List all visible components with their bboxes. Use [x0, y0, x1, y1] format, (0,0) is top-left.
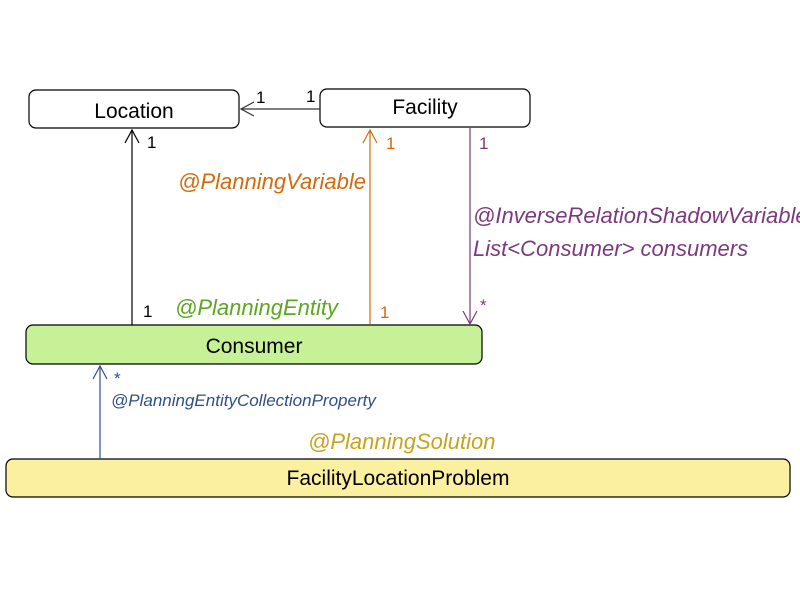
planning-solution-stereotype: @PlanningSolution — [308, 429, 495, 454]
inverse-shadow-variable-annotation: @InverseRelationShadowVariable — [473, 203, 800, 228]
facility-box — [319, 88, 531, 128]
facility-consumers-association: 1 * @InverseRelationShadowVariable List<… — [462, 128, 800, 326]
location-label: Location — [94, 100, 173, 123]
problem-box — [5, 458, 791, 498]
problem-consumers-association: * @PlanningEntityCollectionProperty — [92, 364, 377, 459]
arrowhead-icon — [362, 128, 378, 144]
consumer-class[interactable]: Consumer — [25, 324, 483, 365]
facility-class[interactable]: Facility — [319, 88, 531, 128]
multiplicity-label: 1 — [306, 87, 315, 106]
multiplicity-label: 1 — [380, 303, 389, 322]
problem-label: FacilityLocationProblem — [287, 467, 510, 490]
consumer-location-association: 1 1 — [124, 128, 156, 325]
consumer-facility-association: 1 1 @PlanningVariable — [178, 128, 395, 324]
arrowhead-icon — [124, 128, 140, 144]
multiplicity-label: 1 — [143, 302, 152, 321]
planning-entity-stereotype: @PlanningEntity — [175, 295, 340, 320]
planning-variable-annotation: @PlanningVariable — [178, 169, 366, 194]
arrowhead-icon — [92, 364, 108, 380]
multiplicity-label: * — [114, 369, 121, 388]
multiplicity-label: * — [480, 296, 487, 315]
arrowhead-icon — [239, 101, 255, 117]
arrowhead-icon — [462, 310, 478, 326]
facility-label: Facility — [392, 96, 458, 119]
facility-location-problem-class[interactable]: FacilityLocationProblem — [5, 458, 791, 498]
consumer-box — [25, 324, 483, 365]
consumer-label: Consumer — [206, 335, 303, 358]
multiplicity-label: 1 — [479, 134, 488, 153]
multiplicity-label: 1 — [256, 88, 265, 107]
location-class[interactable]: Location — [28, 89, 240, 129]
consumers-field-label: List<Consumer> consumers — [473, 236, 748, 261]
entity-collection-property-annotation: @PlanningEntityCollectionProperty — [111, 391, 377, 410]
facility-location-association: 1 1 — [239, 87, 320, 117]
multiplicity-label: 1 — [386, 134, 395, 153]
location-box — [28, 89, 240, 129]
multiplicity-label: 1 — [147, 133, 156, 152]
